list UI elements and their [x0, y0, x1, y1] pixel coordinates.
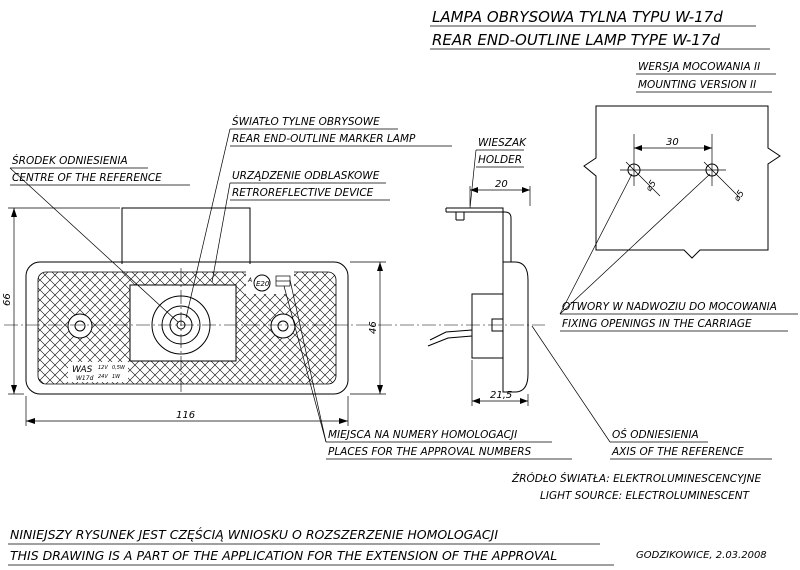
footer: NINIEJSZY RYSUNEK JEST CZĘŚCIĄ WNIOSKU O… [8, 527, 767, 566]
side-view: WIESZAK HOLDER 20 21,5 OŚ ODNIESIENIA [427, 137, 772, 460]
top-bracket [121, 207, 251, 264]
callout-approval-pl: MIEJSCA NA NUMERY HOMOLOGACJI [328, 429, 517, 441]
callout-retro-pl: URZĄDZENIE ODBLASKOWE [232, 170, 380, 182]
wire-1 [429, 329, 473, 341]
right-mount-hole [270, 313, 296, 339]
callout-openings-pl: OTWORY W NADWOZIU DO MOCOWANIA [562, 301, 777, 313]
wire-2 [427, 335, 473, 347]
footer-place-date: GODZIKOWICE, 2.03.2008 [636, 550, 767, 561]
dim-20: 20 [495, 179, 508, 190]
mounting-label-en: MOUNTING VERSION II [638, 79, 756, 91]
marking-1w: 1W [112, 374, 121, 380]
mounting-version-view: WERSJA MOCOWANIA II MOUNTING VERSION II … [559, 61, 798, 332]
approval-mark-circle [253, 274, 271, 292]
right-mount-hole-inner [277, 320, 289, 332]
callout-marker-lamp-en: REAR END-OUTLINE MARKER LAMP [232, 133, 416, 145]
dim-hole-right: ⌀5 [732, 189, 747, 204]
callout-marker-lamp: ŚWIATŁO TYLNE OBRYSOWE REAR END-OUTLINE … [185, 115, 452, 319]
light-source-pl: ŹRÓDŁO ŚWIATŁA: ELEKTROLUMINESCENCYJNE [511, 472, 761, 485]
callout-centre: ŚRODEK ODNIESIENIA CENTRE OF THE REFEREN… [9, 154, 190, 323]
callout-openings-en: FIXING OPENINGS IN THE CARRIAGE [562, 318, 752, 330]
approval-code: E20 [256, 280, 270, 288]
approval-letter: A [247, 277, 252, 284]
lamp-housing [471, 293, 504, 359]
lamp-profile [502, 261, 529, 393]
callout-holder-en: HOLDER [478, 154, 522, 166]
title-en: REAR END-OUTLINE LAMP TYPE W-17d [432, 31, 720, 49]
left-mount-hole-inner [74, 320, 86, 332]
marking-12v: 12V [98, 365, 108, 371]
light-source-en: LIGHT SOURCE: ELECTROLUMINESCENT [540, 490, 751, 502]
marking-24v: 24V [98, 374, 108, 380]
dim-116: 116 [176, 410, 195, 421]
callout-retroreflective: URZĄDZENIE ODBLASKOWE RETROREFLECTIVE DE… [211, 170, 390, 283]
callout-centre-en: CENTRE OF THE REFERENCE [12, 172, 162, 184]
callout-centre-pl: ŚRODEK ODNIESIENIA [12, 154, 128, 167]
mounting-label-pl: WERSJA MOCOWANIA II [638, 61, 760, 73]
callout-axis-en: AXIS OF THE REFERENCE [611, 446, 744, 458]
footer-note-en: THIS DRAWING IS A PART OF THE APPLICATIO… [10, 548, 557, 563]
light-source-note: ŹRÓDŁO ŚWIATŁA: ELEKTROLUMINESCENCYJNE L… [511, 472, 761, 502]
left-mount-hole [67, 313, 93, 339]
dim-30: 30 [666, 137, 679, 148]
callout-retro-en: RETROREFLECTIVE DEVICE [232, 187, 374, 199]
dim-hole-left: ⌀5 [644, 179, 659, 194]
lamp-body [25, 261, 349, 395]
dim-66: 66 [2, 293, 13, 306]
lamp-window [129, 284, 237, 362]
title-pl: LAMPA OBRYSOWA TYLNA TYPU W-17d [432, 8, 723, 26]
front-view: E20 A WAS W17d 12V 0,5W 24V 1W 66 46 116 [2, 207, 545, 426]
callout-holder-pl: WIESZAK [478, 137, 527, 149]
dim-46: 46 [368, 321, 379, 334]
title-block: LAMPA OBRYSOWA TYLNA TYPU W-17d REAR END… [430, 8, 770, 50]
callout-axis-pl: OŚ ODNIESIENIA [612, 428, 699, 441]
callout-marker-lamp-pl: ŚWIATŁO TYLNE OBRYSOWE [232, 115, 380, 128]
carriage-panel [583, 105, 781, 259]
dim-21-5: 21,5 [490, 390, 512, 401]
mounting-stud [491, 318, 504, 332]
callout-approval: MIEJSCA NA NUMERY HOMOLOGACJI PLACES FOR… [283, 279, 572, 460]
marking-brand: WAS [72, 365, 93, 375]
marking-05w: 0,5W [112, 365, 126, 371]
footer-note-pl: NINIEJSZY RYSUNEK JEST CZĘŚCIĄ WNIOSKU O… [10, 527, 498, 542]
callout-approval-en: PLACES FOR THE APPROVAL NUMBERS [328, 446, 532, 458]
marking-type: W17d [76, 375, 94, 382]
